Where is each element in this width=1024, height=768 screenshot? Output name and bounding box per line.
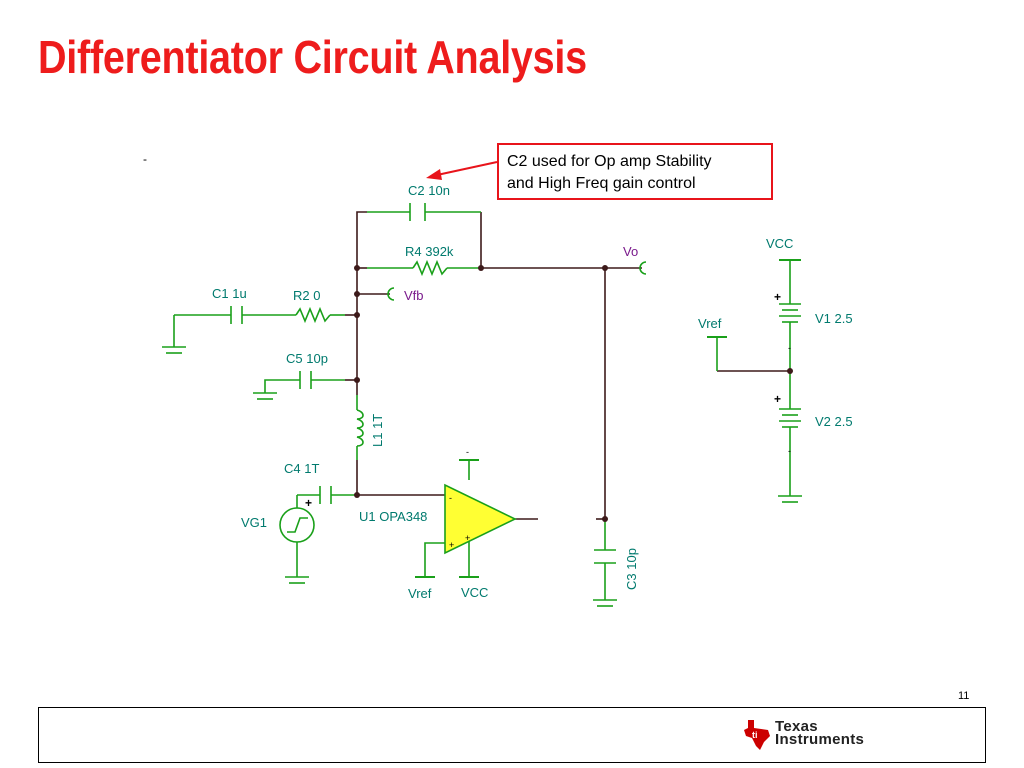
callout-line-1: C2 used for Op amp Stability [507,153,712,170]
c3-label: C3 10p [624,548,639,590]
vref-opamp-label: Vref [408,586,432,601]
ground-icon [778,495,802,503]
v1-plus-sign: + [774,290,781,304]
u1-label: U1 OPA348 [359,509,427,524]
component-wiring [173,203,801,600]
wires [345,211,790,520]
callout-box: C2 used for Op amp Stability and High Fr… [497,143,773,200]
vref-supply-label: Vref [698,316,722,331]
ground-icon [253,392,277,400]
texas-instruments-logo: ti Texas Instruments [742,718,882,756]
arrow-head-icon [426,169,442,180]
opamp-inv-sign: - [449,493,452,503]
opamp-triangle [444,483,517,555]
c2-label: C2 10n [408,183,450,198]
junction-dots [354,265,793,522]
slide-title: Differentiator Circuit Analysis [38,31,587,83]
footer-bar [38,707,986,763]
ground-symbols [162,346,802,607]
vo-net-label: Vo [623,244,638,259]
vo-terminal [639,261,647,275]
stray-mark: - [143,152,147,166]
v2-minus-sign: - [788,446,791,456]
c4-label: C4 1T [284,461,319,476]
v1-minus-sign: - [788,343,791,353]
ground-icon [593,599,617,607]
vcc-opamp-label: VCC [461,585,488,600]
vfb-net-label: Vfb [404,288,424,303]
v1-label: V1 2.5 [815,311,853,326]
supply-rails [415,259,801,578]
opamp-vplus-sign: + [465,533,470,543]
c1-label: C1 1u [212,286,247,301]
r4-label: R4 392k [405,244,454,259]
svg-text:ti: ti [752,730,758,740]
vfb-terminal [387,287,395,301]
vg1-label: VG1 [241,515,267,530]
r2-label: R2 0 [293,288,320,303]
texas-state-icon: ti [744,720,770,750]
differentiator-schematic: C2 10n R4 392k C1 1u R2 0 C5 10p L1 1T C… [162,161,853,607]
vcc-supply-label: VCC [766,236,793,251]
page-number: 11 [958,690,970,702]
ground-icon [162,346,186,354]
opamp-noninv-sign: + [449,540,454,550]
net-terminals [387,261,647,301]
c5-label: C5 10p [286,351,328,366]
callout-line-2: and High Freq gain control [507,175,696,192]
ground-icon [285,576,309,584]
logo-line-1: Texas [775,718,818,735]
opamp-vminus-sign: - [466,447,469,457]
l1-label: L1 1T [370,414,385,447]
v2-label: V2 2.5 [815,414,853,429]
logo-line-2: Instruments [775,731,865,748]
vg1-plus-sign: + [305,496,312,510]
callout-arrow [426,161,498,180]
v2-plus-sign: + [774,392,781,406]
